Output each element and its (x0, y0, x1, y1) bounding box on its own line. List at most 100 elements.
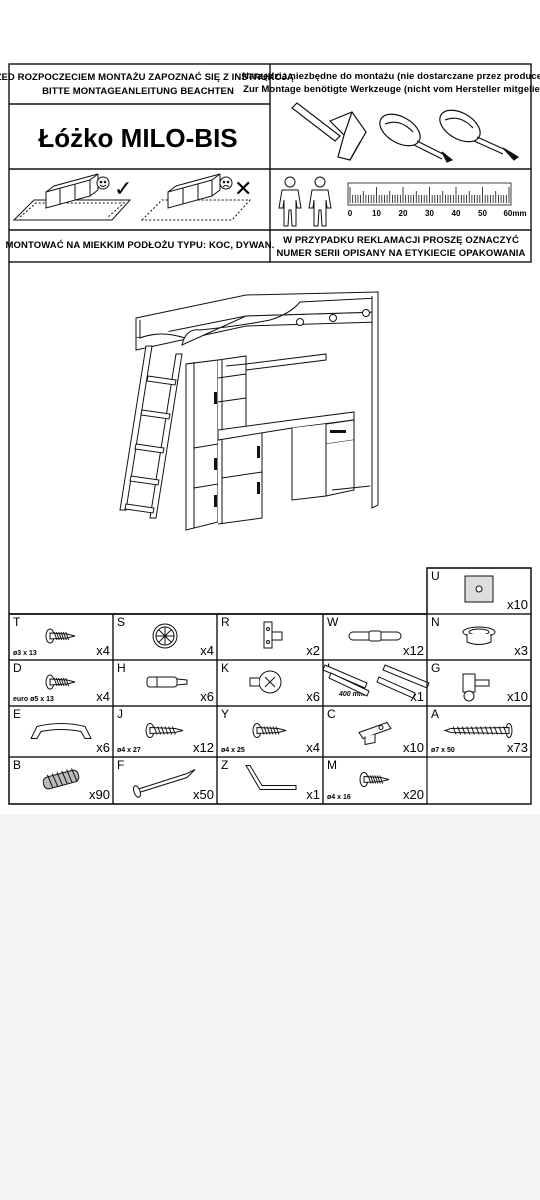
part-letter: H (117, 661, 126, 675)
ruler-label: 40 (452, 209, 461, 218)
part-cell-e: Ex6 (8, 705, 114, 758)
part-spec: ø7 x 50 (431, 747, 455, 754)
part-cell-z: Zx1 (216, 756, 324, 805)
part-quantity: x73 (507, 740, 528, 755)
tools-de-text: Zur Montage benötigte Werkzeuge (nicht v… (243, 84, 540, 95)
screwdriver-flat-icon (439, 109, 520, 161)
part-letter: N (431, 615, 440, 629)
blank-area (0, 814, 540, 1200)
warning-pl-text: PRZED ROZPOCZECIEM MONTAŻU ZAPOZNAĆ SIĘ … (0, 71, 294, 83)
part-z-icon (245, 765, 297, 790)
part-letter: G (431, 661, 440, 675)
part-letter: K (221, 661, 229, 675)
part-letter: M (327, 758, 337, 772)
hard-floor-wrong-illustration (140, 173, 252, 221)
part-quantity: x1 (306, 787, 320, 802)
part-d-icon (45, 674, 76, 690)
part-letter: D (13, 661, 22, 675)
part-s-icon (152, 623, 178, 649)
part-a-icon (443, 723, 513, 738)
part-letter: E (13, 707, 21, 721)
ruler-label: 30 (425, 209, 434, 218)
part-j-icon (145, 723, 184, 738)
floor-note-text: MONTOWAĆ NA MIEKKIM PODŁOŻU TYPU: KOC, D… (6, 239, 275, 251)
part-quantity: x6 (306, 689, 320, 704)
part-cell-t: Tx4 ø3 x 13 (8, 613, 114, 661)
warning-de-text: BITTE MONTAGEANLEITUNG BEACHTEN (42, 86, 234, 97)
part-quantity: x6 (200, 689, 214, 704)
part-cell-h: Hx6 (112, 659, 218, 707)
complaint-line1-text: W PRZYPADKU REKLAMACJI PROSZĘ OZNACZYĆ (283, 234, 519, 246)
part-quantity: x10 (403, 740, 424, 755)
part-quantity: x50 (193, 787, 214, 802)
part-t-icon (45, 628, 76, 644)
part-cell-r: Rx2 (216, 613, 324, 661)
part-quantity: x12 (193, 740, 214, 755)
part-k-icon (249, 670, 282, 694)
part-u-icon (464, 575, 494, 603)
part-letter: S (117, 615, 125, 629)
part-letter: Z (221, 758, 228, 772)
part-letter: A (431, 707, 439, 721)
part-spec: ø4 x 16 (327, 794, 351, 801)
part-w-icon (348, 630, 402, 642)
part-letter: B (13, 758, 21, 772)
part-quantity: x10 (507, 689, 528, 704)
part-quantity: x6 (96, 740, 110, 755)
part-letter: U (431, 569, 440, 583)
tools-pl-text: Narzędzia niezbędne do montażu (nie dost… (242, 71, 540, 82)
part-h-icon (146, 676, 188, 688)
part-spec: 400 mm (338, 691, 365, 698)
soft-floor-correct-illustration (12, 173, 132, 221)
part-l-icon (322, 664, 430, 699)
ladder-illustration (119, 345, 183, 519)
part-m-icon (359, 772, 390, 787)
loft-bed-desk-illustration (135, 291, 379, 531)
part-spec: ø4 x 27 (117, 747, 141, 754)
part-cell-k: Kx6 (216, 659, 324, 707)
part-r-icon (263, 621, 283, 649)
part-quantity: x12 (403, 643, 424, 658)
part-quantity: x4 (96, 643, 110, 658)
ok-checkmark-icon: ✓ (114, 176, 132, 201)
product-title: Łóżko MILO-BIS (38, 123, 237, 153)
part-quantity: x10 (507, 597, 528, 612)
screwdriver-icon (379, 113, 454, 163)
part-letter: F (117, 758, 124, 772)
part-cell-n: Nx3 (426, 613, 532, 661)
part-cell-s: Sx4 (112, 613, 218, 661)
ruler-label: 10 (372, 209, 381, 218)
ruler-label: 0 (348, 209, 353, 218)
part-letter: J (117, 707, 123, 721)
part-g-icon (462, 673, 490, 702)
part-c-icon (358, 721, 392, 746)
part-quantity: x20 (403, 787, 424, 802)
part-letter: T (13, 615, 21, 629)
wrong-x-icon: ✕ (234, 176, 252, 201)
measuring-ruler (347, 182, 512, 206)
part-quantity: x4 (306, 740, 320, 755)
part-quantity: x4 (96, 689, 110, 704)
part-letter: C (327, 707, 336, 721)
instruction-drawing: PRZED ROZPOCZECIEM MONTAŻU ZAPOZNAĆ SIĘ … (0, 63, 540, 805)
part-f-icon (133, 769, 196, 798)
part-quantity: x2 (306, 643, 320, 658)
hammer-icon (291, 102, 367, 161)
part-e-icon (30, 723, 92, 739)
two-people-icon (278, 176, 332, 227)
part-letter: W (327, 615, 339, 629)
part-cell-l: Lx1400 mm (322, 659, 430, 707)
part-spec: ø3 x 13 (13, 650, 37, 657)
ruler-label: 50 (478, 209, 487, 218)
